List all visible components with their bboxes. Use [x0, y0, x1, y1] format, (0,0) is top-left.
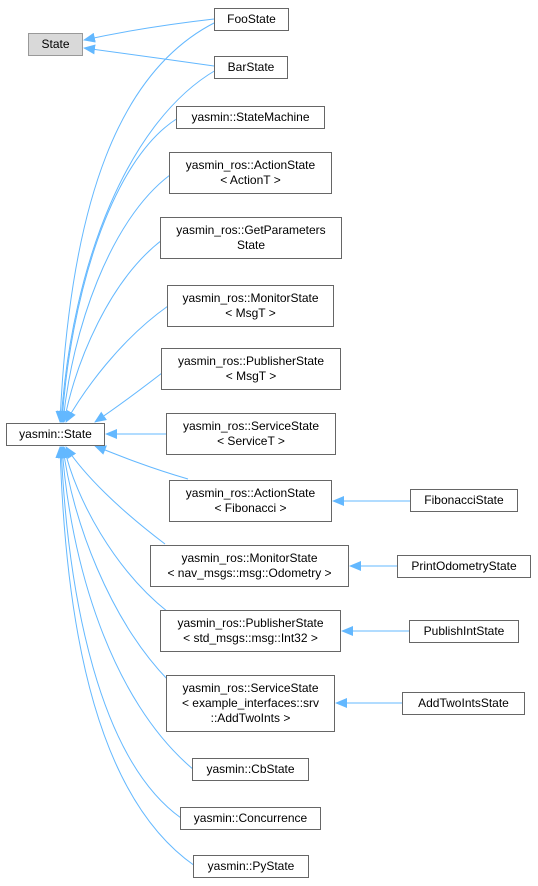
- node-state-machine[interactable]: yasmin::StateMachine: [176, 106, 325, 129]
- node-monitor-state-odometry[interactable]: yasmin_ros::MonitorState < nav_msgs::msg…: [150, 545, 349, 587]
- edge-concurrence-to-yasmin-state: [56, 446, 182, 819]
- edge-publisher-t-to-yasmin-state: [94, 372, 163, 423]
- node-foo-state[interactable]: FooState: [214, 8, 289, 31]
- edge-bar-to-yasmin-state: [56, 69, 217, 423]
- node-publisher-state-int32[interactable]: yasmin_ros::PublisherState < std_msgs::m…: [160, 610, 341, 652]
- node-service-state-addtwoints[interactable]: yasmin_ros::ServiceState < example_inter…: [166, 675, 335, 732]
- edge-bar-to-state: [83, 44, 215, 67]
- node-publish-int-state[interactable]: PublishIntState: [409, 620, 519, 643]
- node-add-two-ints-state[interactable]: AddTwoIntsState: [402, 692, 525, 715]
- node-publisher-state-t[interactable]: yasmin_ros::PublisherState < MsgT >: [161, 348, 341, 390]
- edge-foo-to-yasmin-state: [55, 21, 217, 423]
- node-print-odometry-state[interactable]: PrintOdometryState: [397, 555, 531, 578]
- node-get-parameters-state[interactable]: yasmin_ros::GetParameters State: [160, 217, 342, 259]
- node-action-state-t[interactable]: yasmin_ros::ActionState < ActionT >: [169, 152, 332, 194]
- node-cb-state[interactable]: yasmin::CbState: [192, 758, 309, 781]
- node-bar-state[interactable]: BarState: [214, 56, 288, 79]
- node-action-state-fibonacci[interactable]: yasmin_ros::ActionState < Fibonacci >: [169, 480, 332, 522]
- edge-cbstate-to-yasmin-state: [57, 446, 195, 771]
- edge-actionstate-t-to-yasmin-state: [59, 174, 171, 423]
- node-yasmin-state[interactable]: yasmin::State: [6, 423, 105, 446]
- node-fibonacci-state[interactable]: FibonacciState: [410, 489, 518, 512]
- node-state: State: [28, 33, 83, 56]
- node-service-state-t[interactable]: yasmin_ros::ServiceState < ServiceT >: [166, 413, 336, 455]
- node-concurrence[interactable]: yasmin::Concurrence: [180, 807, 321, 830]
- edge-monitor-t-to-yasmin-state: [65, 305, 169, 423]
- edge-publisher-int-to-yasmin-state: [61, 446, 169, 613]
- edge-statemachine-to-yasmin-state: [57, 117, 179, 423]
- edge-monitor-odom-to-yasmin-state: [65, 446, 166, 545]
- edge-service-addtwo-to-yasmin-state: [59, 446, 169, 681]
- edge-pystate-to-yasmin-state: [55, 446, 196, 867]
- node-monitor-state-t[interactable]: yasmin_ros::MonitorState < MsgT >: [167, 285, 334, 327]
- node-py-state[interactable]: yasmin::PyState: [193, 855, 309, 878]
- edge-getparams-to-yasmin-state: [61, 239, 163, 423]
- edge-actionstate-fib-to-yasmin-state: [94, 445, 189, 480]
- edge-foo-to-state: [83, 18, 215, 43]
